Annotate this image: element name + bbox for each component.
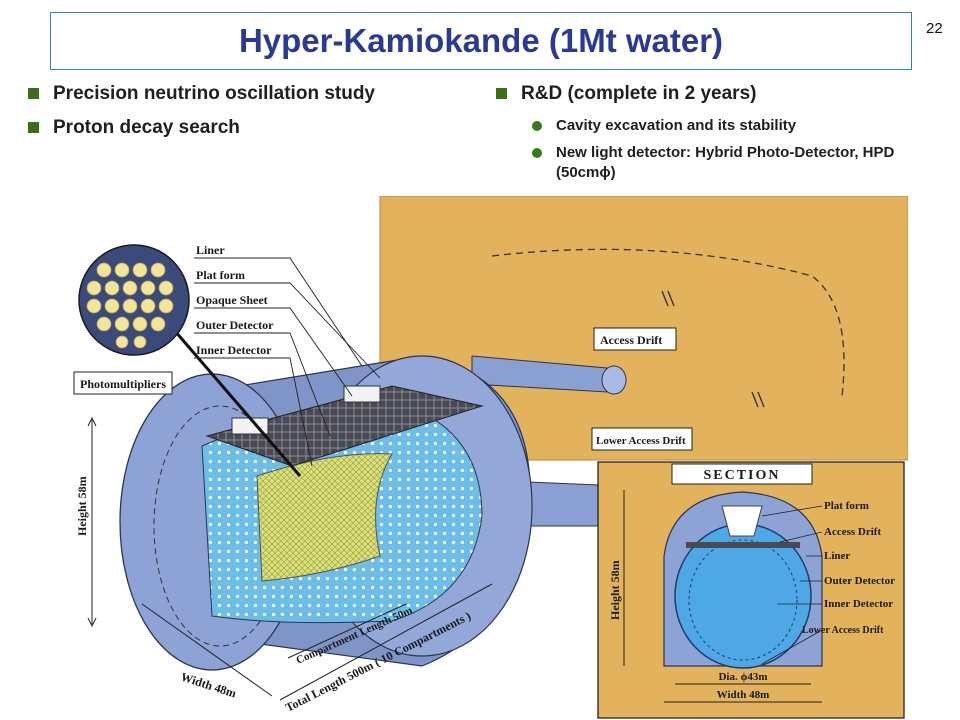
label-height: Height 58m (75, 476, 89, 536)
magnifier-pointer (160, 315, 302, 477)
label-lower-access-drift: Lower Access Drift (596, 435, 686, 447)
slide-title: Hyper-Kamiokande (1Mt water) (238, 22, 724, 59)
access-drift-label-box (593, 327, 677, 351)
sub-bullet-text: Cavity excavation and its stability (556, 117, 797, 134)
bullet-text: Precision neutrino oscillation study (53, 83, 375, 104)
label-outer-detector: Outer Detector (196, 318, 274, 332)
section-label-lower-access-drift: Lower Access Drift (802, 625, 884, 636)
inner-mesh-section (256, 453, 393, 582)
slide-number: 22 (926, 20, 943, 37)
sub-bullet-cavity: Cavity excavation and its stability (532, 116, 912, 136)
photomultipliers-label-box (73, 371, 173, 395)
label-access-drift: Access Drift (600, 333, 662, 347)
round-bullet-icon (532, 148, 542, 158)
total-length-dimension-line (279, 583, 493, 701)
bullet-proton-decay: Proton decay search (28, 116, 375, 140)
section-label-access-drift: Access Drift (824, 526, 881, 538)
label-liner: Liner (196, 243, 225, 257)
left-bullet-list: Precision neutrino oscillation study Pro… (28, 82, 375, 150)
section-label-height: Height 58m (608, 560, 622, 620)
label-opaque-sheet: Opaque Sheet (196, 293, 268, 307)
label-inner-detector: Inner Detector (196, 343, 272, 357)
bullet-text: R&D (complete in 2 years) (521, 83, 757, 104)
future-tunnel-outline (491, 248, 845, 397)
square-bullet-icon (28, 122, 39, 133)
section-label-outer-detector: Outer Detector (824, 575, 895, 587)
bullet-oscillation: Precision neutrino oscillation study (28, 82, 375, 106)
detector-figure: Liner Plat form Opaque Sheet Outer Detec… (62, 196, 908, 720)
square-bullet-icon (28, 88, 39, 99)
platform-hut (343, 385, 381, 403)
label-photomultipliers: Photomultipliers (80, 377, 166, 391)
sub-bullet-text: New light detector: Hybrid Photo-Detecto… (556, 144, 895, 181)
lower-access-drift-label-box (591, 427, 693, 451)
compartment-dimension-line (287, 603, 407, 659)
title-box: Hyper-Kamiokande (1Mt water) (50, 12, 912, 70)
round-bullet-icon (532, 121, 542, 131)
section-label-liner: Liner (824, 550, 850, 562)
section-label-plat-form: Plat form (824, 500, 869, 512)
section-label-dia: Dia. ϕ43m (718, 671, 767, 683)
width-dimension-line (141, 603, 273, 697)
section-platform (686, 542, 800, 548)
bullet-text: Proton decay search (53, 117, 240, 138)
section-label-inner-detector: Inner Detector (824, 598, 893, 610)
label-plat-form: Plat form (196, 268, 245, 282)
section-title: SECTION (703, 468, 780, 483)
right-bullet-list: R&D (complete in 2 years) Cavity excavat… (496, 82, 912, 190)
bullet-rnd: R&D (complete in 2 years) (496, 82, 912, 106)
sub-bullet-hpd: New light detector: Hybrid Photo-Detecto… (532, 143, 912, 183)
section-label-width: Width 48m (717, 689, 770, 701)
square-bullet-icon (496, 88, 507, 99)
